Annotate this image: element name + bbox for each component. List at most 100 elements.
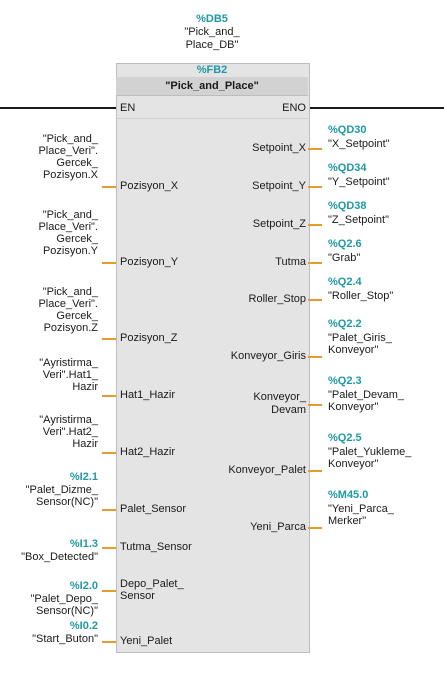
input-operand[interactable]: "Pick_and_Place_Veri".Gercek_Pozisyon.Y (38, 209, 98, 257)
output-wire (308, 186, 322, 188)
input-wire (102, 338, 116, 340)
output-wire (308, 356, 322, 358)
output-address[interactable]: %Q2.6 (328, 238, 362, 250)
eno-pin[interactable]: ENO (282, 102, 306, 114)
output-address[interactable]: %QD34 (328, 162, 367, 174)
output-pin-konveyor-devam[interactable]: Devam (271, 404, 306, 416)
output-operand[interactable]: "Roller_Stop" (328, 290, 393, 302)
operand-line: Pozisyon.Z (43, 322, 98, 334)
input-operand[interactable]: "Pick_and_Place_Veri".Gercek_Pozisyon.X (38, 133, 98, 181)
output-pin-setpoint-z[interactable]: Setpoint_Z (252, 218, 306, 230)
operand-line: Gercek_ (56, 157, 98, 169)
input-wire (102, 452, 116, 454)
operand-line: "Pick_and_ (42, 209, 98, 221)
input-operand[interactable]: "Start_Buton" (32, 633, 98, 645)
operand-line: Merker" (328, 515, 367, 527)
input-pin-hat2-hazir[interactable]: Hat2_Hazir (120, 446, 176, 458)
input-address[interactable]: %I2.1 (69, 471, 98, 483)
output-address[interactable]: %Q2.3 (328, 375, 362, 387)
output-operand[interactable]: "Yeni_Parca_Merker" (328, 503, 394, 527)
output-pin-tutma[interactable]: Tutma (275, 256, 306, 268)
operand-line: "Palet_Yukleme_ (328, 446, 412, 458)
instance-db-label: %DB5 "Pick_and_ Place_DB" (150, 13, 274, 52)
output-operand[interactable]: "Palet_Giris_Konveyor" (328, 332, 392, 356)
operand-line: "Pick_and_ (42, 133, 98, 145)
operand-line: "Ayristirma_ (39, 414, 98, 426)
input-pin-pozisyon-x[interactable]: Pozisyon_X (120, 180, 179, 192)
operand-line: Konveyor" (328, 458, 379, 470)
operand-line: Place_Veri". (38, 221, 98, 233)
operand-line: "Roller_Stop" (328, 290, 394, 302)
output-wire (308, 224, 322, 226)
output-pin-roller-stop[interactable]: Roller_Stop (248, 293, 306, 305)
operand-line: Place_Veri". (38, 145, 98, 157)
output-address[interactable]: %QD30 (328, 124, 367, 136)
input-operand[interactable]: "Ayristirma_Veri".Hat1_Hazir (39, 357, 98, 393)
output-pin-setpoint-x[interactable]: Setpoint_X (252, 142, 306, 154)
operand-line: Veri".Hat1_ (42, 369, 98, 381)
input-address[interactable]: %I1.3 (69, 538, 98, 550)
output-wire (308, 404, 322, 406)
output-wire (308, 470, 322, 472)
output-operand[interactable]: "Grab" (328, 252, 360, 264)
output-pin-konveyor-palet[interactable]: Konveyor_Palet (228, 464, 306, 476)
operand-line: Sensor(NC)" (36, 496, 98, 508)
input-pin-yeni-palet[interactable]: Yeni_Palet (120, 635, 173, 647)
operand-line: Hazir (72, 438, 98, 450)
output-address[interactable]: %QD38 (328, 200, 367, 212)
input-pin-pozisyon-y[interactable]: Pozisyon_Y (120, 256, 179, 268)
function-block[interactable] (116, 63, 310, 653)
input-operand[interactable]: "Pick_and_Place_Veri".Gercek_Pozisyon.Z (38, 286, 98, 334)
operand-line: Sensor(NC)" (36, 605, 98, 617)
output-operand[interactable]: "Z_Setpoint" (328, 214, 389, 226)
output-wire (308, 299, 322, 301)
input-pin-hat1-hazir[interactable]: Hat1_Hazir (120, 389, 176, 401)
operand-line: "X_Setpoint" (328, 138, 390, 150)
operand-line: "Yeni_Parca_ (328, 503, 394, 515)
input-pin-depo-palet-sensor[interactable]: Depo_Palet_ (120, 578, 184, 590)
input-wire (102, 641, 116, 643)
operand-line: "Palet_Devam_ (328, 389, 405, 401)
operand-line: Pozisyon.X (42, 169, 98, 181)
input-operand[interactable]: "Palet_Depo_Sensor(NC)" (30, 593, 98, 617)
input-address[interactable]: %I0.2 (69, 620, 98, 632)
output-operand[interactable]: "Palet_Yukleme_Konveyor" (328, 446, 411, 470)
output-wire (308, 148, 322, 150)
operand-line: Hazir (72, 381, 98, 393)
output-pin-setpoint-y[interactable]: Setpoint_Y (252, 180, 306, 192)
operand-line: "Palet_Dizme_ (25, 484, 98, 496)
operand-line: Pozisyon.Y (42, 245, 98, 257)
output-pin-yeni-parca[interactable]: Yeni_Parca (250, 521, 306, 533)
operand-line: "Ayristirma_ (39, 357, 98, 369)
input-wire (102, 395, 116, 397)
operand-line: "Grab" (328, 252, 361, 264)
operand-line: "Palet_Depo_ (30, 593, 98, 605)
output-operand[interactable]: "Palet_Devam_Konveyor" (328, 389, 404, 413)
output-address[interactable]: %Q2.5 (328, 432, 362, 444)
output-pin-konveyor-giris[interactable]: Konveyor_Giris (230, 350, 306, 362)
input-wire (102, 262, 116, 264)
en-pin[interactable]: EN (120, 102, 136, 114)
output-operand[interactable]: "Y_Setpoint" (328, 176, 390, 188)
output-pin-konveyor-devam[interactable]: Konveyor_ (253, 391, 306, 403)
input-pin-pozisyon-z[interactable]: Pozisyon_Z (120, 332, 178, 344)
output-address[interactable]: %M45.0 (328, 489, 369, 501)
operand-line: "Y_Setpoint" (328, 176, 390, 188)
function-block-header (116, 77, 308, 96)
operand-line: Veri".Hat2_ (42, 426, 98, 438)
input-pin-palet-sensor[interactable]: Palet_Sensor (120, 503, 187, 515)
input-address[interactable]: %I2.0 (69, 580, 98, 592)
input-operand[interactable]: "Palet_Dizme_Sensor(NC)" (26, 484, 98, 508)
input-pin-depo-palet-sensor[interactable]: Sensor (120, 590, 155, 602)
operand-line: Gercek_ (56, 233, 98, 245)
output-address[interactable]: %Q2.4 (328, 276, 362, 288)
operand-line: "Start_Buton" (32, 633, 98, 645)
input-wire (102, 547, 116, 549)
output-address[interactable]: %Q2.2 (328, 318, 362, 330)
input-pin-tutma-sensor[interactable]: Tutma_Sensor (120, 541, 192, 553)
input-operand[interactable]: "Ayristirma_Veri".Hat2_Hazir (39, 414, 98, 450)
fb-address: %FB2 (196, 64, 228, 76)
input-operand[interactable]: "Box_Detected" (21, 551, 98, 563)
operand-line: Gercek_ (56, 310, 98, 322)
output-operand[interactable]: "X_Setpoint" (328, 138, 390, 150)
